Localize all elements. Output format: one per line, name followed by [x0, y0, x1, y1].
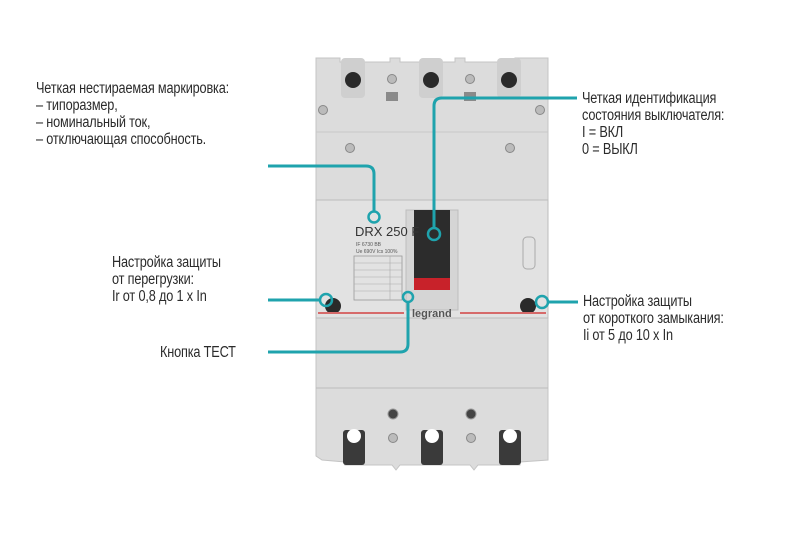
marking-line: Четкая нестираемая маркировка: — [36, 80, 230, 97]
callout-test: Кнопка ТЕСТ — [160, 344, 236, 361]
callout-overload: Настройка защиты от перегрузки: Ir от 0,… — [112, 254, 221, 305]
marking-line: – отключающая способность. — [36, 131, 207, 148]
callout-status: Четкая идентификация состояния выключате… — [582, 90, 724, 158]
status-pointer — [426, 226, 442, 242]
overload-line: Настройка защиты — [112, 254, 221, 271]
short-circuit-line: от короткого замыкания: — [583, 310, 724, 327]
test-line: Кнопка ТЕСТ — [160, 344, 236, 361]
status-leader — [432, 96, 577, 228]
short-circuit-knob — [520, 298, 536, 314]
leader-lines — [268, 96, 578, 354]
spec-line-2: Ue 690V Ics 100% — [356, 249, 398, 255]
spec-line-1: IF 6730 BB — [356, 242, 382, 248]
toggle-handle — [414, 210, 450, 290]
model-label: DRX 250 F — [355, 224, 419, 239]
marking-line: – типоразмер, — [36, 97, 118, 114]
breaker-body: DRX 250 F IF 6730 BB Ue 690V Ics 100% le… — [315, 57, 549, 471]
overload-knob — [325, 298, 341, 314]
test-leader — [268, 302, 410, 354]
short-circuit-pointer — [534, 294, 550, 310]
marking-leader — [268, 164, 376, 212]
callout-short-circuit: Настройка защиты от короткого замыкания:… — [583, 293, 724, 344]
overload-line: от перегрузки: — [112, 271, 194, 288]
overload-line: Ir от 0,8 до 1 х In — [112, 288, 207, 305]
brand-logo: legrand — [412, 308, 452, 320]
marking-line: – номинальный ток, — [36, 114, 151, 131]
marking-pointer — [367, 210, 381, 224]
status-line: Четкая идентификация — [582, 90, 717, 107]
overload-pointer — [318, 292, 334, 308]
status-line: I = ВКЛ — [582, 124, 624, 141]
status-line: состояния выключателя: — [582, 107, 725, 124]
callout-marking: Четкая нестираемая маркировка: – типораз… — [36, 80, 229, 148]
status-line: 0 = ВЫКЛ — [582, 141, 638, 158]
short-circuit-line: Настройка защиты — [583, 293, 692, 310]
test-pointer — [401, 290, 415, 304]
short-circuit-line: Ii от 5 до 10 х In — [583, 327, 673, 344]
